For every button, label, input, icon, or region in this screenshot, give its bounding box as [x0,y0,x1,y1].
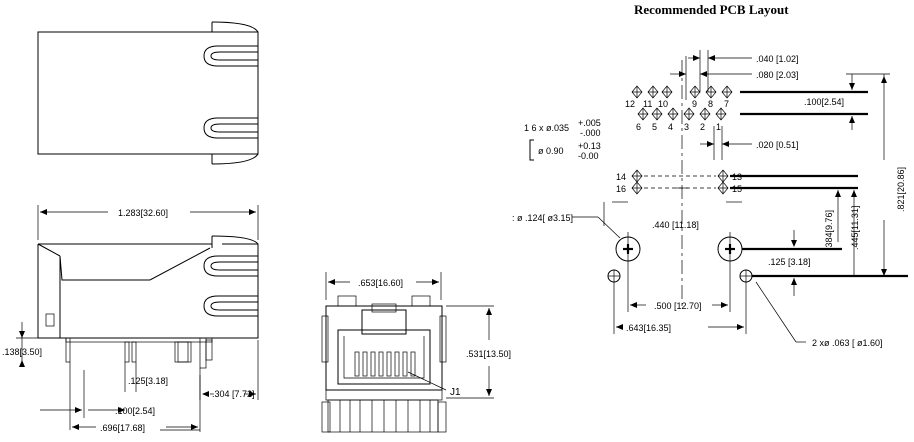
dim-440-label: .440 [11.18] [652,220,699,230]
dim-020-label: .020 [0.51] [756,140,799,150]
front-width-label: .653[16.60] [358,278,403,288]
pin-label-14: 14 [616,172,626,182]
pin-label-3: 3 [684,122,689,132]
shield-offset-label: .304 [7.72] [212,389,255,399]
dim-643-label: .643[16.35] [626,323,671,333]
peg-hole-label: : ø .124[ ø3.15] [512,213,573,223]
pin-label-9: 9 [692,99,697,109]
front-view [321,272,494,433]
pin-label-6: 6 [636,122,641,132]
dim-125-label: .125 [3.18] [768,257,811,267]
pin-pitch-label: .125[3.18] [128,376,168,386]
pin-spacing-label: .100[2.54] [115,406,155,416]
pin-label-8: 8 [708,99,713,109]
small-holes-label: 2 xø .063 [ ø1.60] [812,338,883,348]
metric-hole-label: ø 0.90 [538,146,564,156]
dim-445-label: .445[11.31] [850,206,860,250]
front-height-label: .531[13.50] [466,349,511,359]
metric-tol-bottom: -0.00 [578,151,599,161]
hole-tol-bottom: -.000 [580,128,601,138]
pin-label-2: 2 [700,122,705,132]
pin-label-5: 5 [652,122,657,132]
dim-821-label: .821[20.86] [896,167,906,212]
dim-384-label: .384[9.76] [824,210,834,250]
dim-040-label: .040 [1.02] [756,54,799,64]
pin-label-7: 7 [724,99,729,109]
pin-row-top [631,85,733,99]
hole-count-label: 1 6 x ø.035 [524,123,569,133]
dim-080-label: .080 [2.03] [756,70,799,80]
pin-label-11: 11 [643,99,652,109]
pin-label-16: 16 [616,184,626,194]
pin-label-1: 1 [716,122,721,132]
pin-label-4: 4 [668,122,673,132]
dim-500-label: .500 [12.70] [654,301,702,311]
pcb-layout [529,50,908,343]
side-length-label: 1.283[32.60] [118,208,168,218]
side-height-label: .138[3.50] [2,347,42,357]
side-view [16,205,259,432]
hole-tol-top: +.005 [578,118,601,128]
pin-label-12: 12 [625,99,635,109]
pin-label-13: 13 [732,172,742,182]
pin-label-10: 10 [658,99,668,109]
overall-pins-label: .696[17.68] [100,423,145,433]
metric-tol-top: +0.13 [578,141,601,151]
pin-label-15: 15 [732,184,742,194]
jack-label: J1 [450,387,461,398]
pin-row-bottom [637,107,727,121]
pcb-layout-title: Recommended PCB Layout [634,2,789,17]
top-view [37,21,259,165]
dim-100-label: .100[2.54] [804,97,844,107]
